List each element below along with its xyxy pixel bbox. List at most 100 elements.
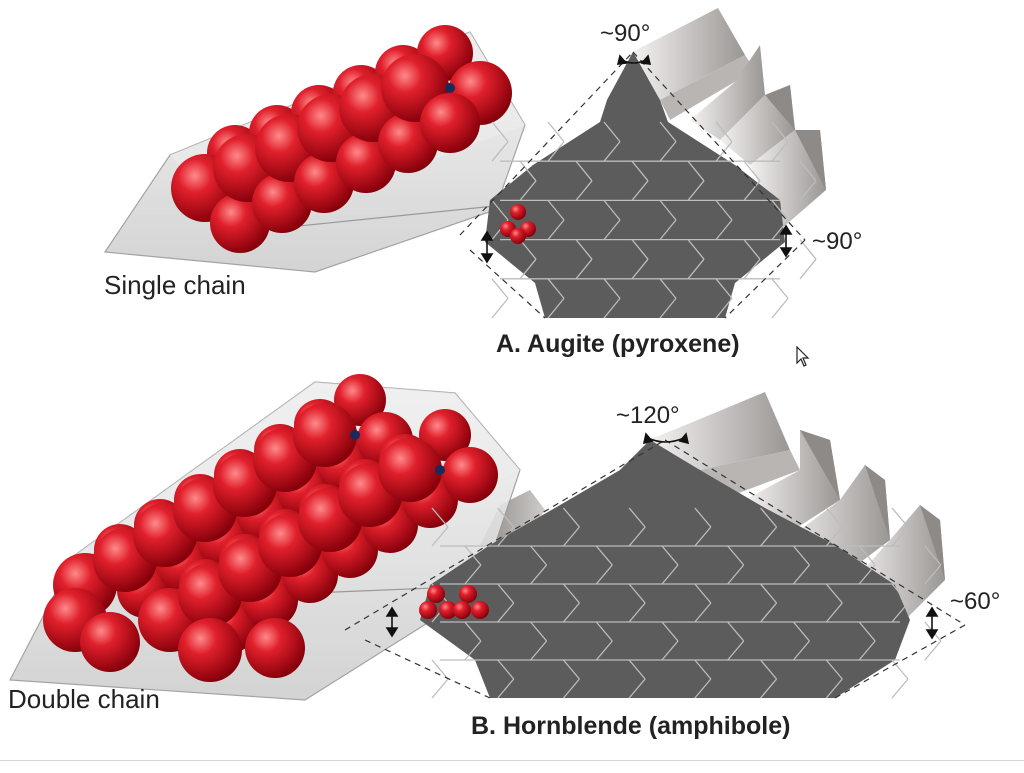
- grid-line: [760, 659, 778, 680]
- bottom-divider: [0, 760, 1024, 761]
- grid-line: [891, 526, 909, 547]
- grid-line: [715, 199, 733, 221]
- grid-line: [825, 583, 843, 604]
- hornblende-cleavage-line-2: [664, 439, 966, 626]
- augite-chain-cross-section: [500, 204, 536, 244]
- augite-cleavage-line-2: [632, 51, 806, 241]
- arrow-head-icon: [385, 627, 399, 638]
- grid-line: [628, 507, 646, 528]
- arrow-head-icon: [480, 230, 494, 241]
- arrow-head-icon: [678, 432, 690, 445]
- grid-line: [825, 526, 843, 547]
- grid-line: [497, 659, 515, 680]
- grid-line: [924, 564, 942, 585]
- grid-line: [727, 640, 745, 661]
- grid-line: [562, 678, 580, 699]
- grid-line: [694, 583, 712, 604]
- grid-line: [603, 219, 621, 241]
- oxygen-sphere: [442, 447, 498, 503]
- grid-line: [519, 180, 537, 201]
- grid-line: [497, 526, 515, 547]
- grid-line: [547, 199, 565, 221]
- oxygen-sphere: [178, 618, 242, 682]
- hornblende-ridge-shadow-3: [865, 465, 890, 540]
- arrow-head-icon: [925, 606, 939, 617]
- grid-line: [547, 278, 565, 299]
- grid-line: [760, 678, 778, 699]
- oxygen-sphere: [459, 585, 477, 603]
- grid-line: [799, 160, 817, 182]
- hornblende-side-angle-label: ~60°: [950, 588, 1001, 615]
- mouse-pointer-icon: [796, 346, 810, 367]
- grid-line: [659, 199, 677, 221]
- grid-line: [825, 507, 843, 528]
- grid-line: [631, 180, 649, 201]
- grid-line: [792, 640, 810, 661]
- grid-line: [891, 507, 909, 528]
- grid-line: [743, 160, 761, 182]
- panel-b: [9, 374, 966, 701]
- single-chain-spheres: [171, 25, 512, 253]
- augite-face-grid: [491, 121, 817, 319]
- grid-line: [743, 258, 761, 280]
- grid-line: [825, 678, 843, 699]
- grid-line: [547, 121, 565, 143]
- grid-line: [431, 507, 449, 528]
- grid-line: [603, 278, 621, 299]
- grid-line: [575, 258, 593, 280]
- grid-line: [694, 602, 712, 623]
- grid-line: [715, 278, 733, 299]
- grid-line: [659, 121, 677, 143]
- silicon-atom: [350, 430, 360, 440]
- grid-line: [497, 678, 515, 699]
- hornblende-chain-cross-section: [419, 585, 489, 619]
- augite-crystal-face: [485, 52, 817, 319]
- grid-line: [595, 640, 613, 661]
- grid-line: [464, 564, 482, 585]
- arrow-head-icon: [779, 224, 793, 235]
- grid-line: [687, 258, 705, 280]
- arrow-head-icon: [616, 54, 628, 65]
- grid-line: [891, 583, 909, 604]
- grid-line: [497, 507, 515, 528]
- oxygen-sphere: [378, 438, 442, 502]
- grid-line: [687, 239, 705, 260]
- grid-line: [631, 239, 649, 260]
- oxygen-sphere: [453, 601, 471, 619]
- hornblende-ridge-shadow-4: [920, 505, 945, 580]
- grid-line: [628, 602, 646, 623]
- grid-line: [858, 621, 876, 642]
- grid-line: [497, 583, 515, 604]
- grid-line: [491, 297, 509, 319]
- grid-line: [562, 602, 580, 623]
- grid-line: [694, 659, 712, 680]
- grid-line: [659, 297, 677, 319]
- augite-ridge-shadow-3: [795, 130, 826, 190]
- panel-a: [103, 8, 826, 319]
- hornblende-cleavage-line-1: [344, 439, 666, 631]
- grid-line: [547, 141, 565, 162]
- augite-ridge-shadow-2: [765, 85, 795, 130]
- grid-line: [519, 160, 537, 182]
- grid-line: [547, 297, 565, 319]
- grid-line: [799, 180, 817, 201]
- hornblende-cleavage-line-4: [834, 624, 966, 699]
- grid-line: [431, 678, 449, 699]
- grid-line: [562, 526, 580, 547]
- arrow-head-icon: [642, 432, 654, 445]
- grid-line: [891, 678, 909, 699]
- hornblende-face-fill: [420, 440, 910, 698]
- augite-cleavage-line-1: [459, 51, 634, 236]
- grid-line: [530, 621, 548, 642]
- hornblende-cleavage-lines: [344, 439, 966, 699]
- grid-line: [771, 141, 789, 162]
- grid-line: [631, 160, 649, 182]
- grid-line: [891, 602, 909, 623]
- grid-line: [743, 239, 761, 260]
- silicon-atom: [435, 465, 445, 475]
- augite-side-angle-label: ~90°: [812, 228, 863, 255]
- grid-line: [792, 621, 810, 642]
- arrow-head-icon: [779, 247, 793, 258]
- grid-line: [687, 160, 705, 182]
